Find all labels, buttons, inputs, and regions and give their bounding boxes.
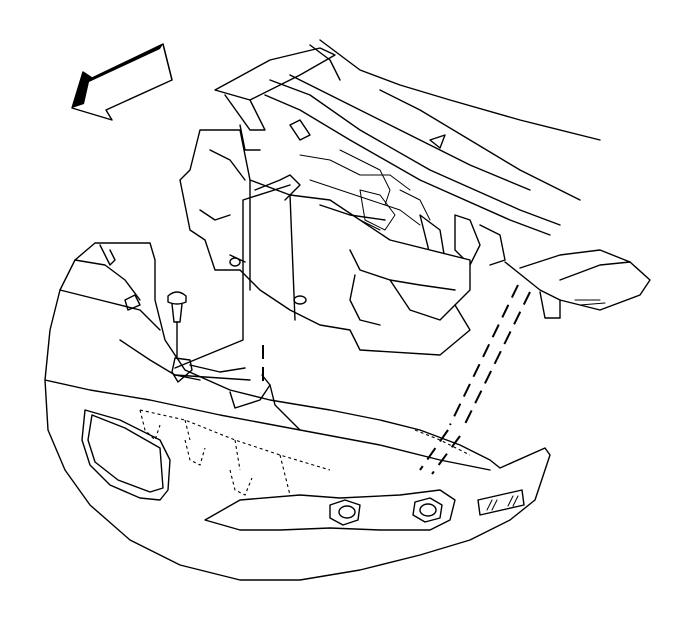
fog-lamp-opening — [81, 409, 171, 501]
push-pin-retainer-icon — [167, 291, 187, 359]
side-marker — [477, 489, 525, 516]
engine-bay — [299, 149, 431, 231]
radiator-support — [214, 39, 651, 319]
lower-intake — [204, 489, 456, 531]
impact-absorber — [179, 129, 471, 356]
leader-lines — [171, 184, 531, 475]
bumper-fascia — [44, 242, 551, 581]
direction-arrow-icon — [71, 43, 173, 121]
